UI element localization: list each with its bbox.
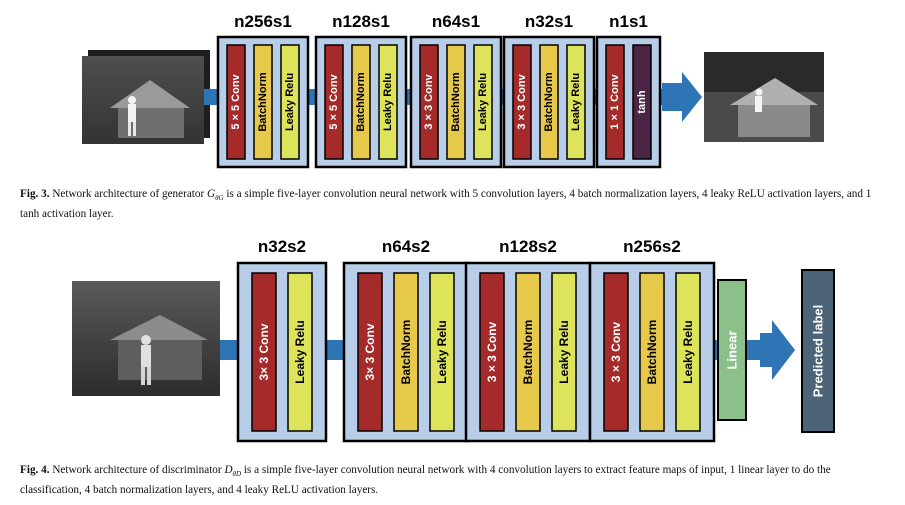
fig4-caption: Fig. 4. Network architecture of discrimi… bbox=[20, 462, 890, 498]
layer-label: BatchNorm bbox=[645, 320, 659, 385]
fig3-output-arrow bbox=[662, 72, 702, 122]
block-title: n64s2 bbox=[382, 237, 430, 256]
fig4-caption-text-b: is a simple five-layer convolution neura… bbox=[20, 464, 831, 497]
layer-label: Leaky Relu bbox=[382, 73, 394, 131]
layer-label: 5 × 5 Conv bbox=[230, 73, 242, 129]
block-title: n32s1 bbox=[525, 12, 573, 31]
layer-relu bbox=[473, 44, 493, 160]
layer-label: 1 × 1 Conv bbox=[609, 73, 621, 129]
layer-label: BatchNorm bbox=[355, 72, 367, 132]
layer-bn bbox=[515, 272, 541, 432]
layer-label: Leaky Relu bbox=[477, 73, 489, 131]
block-title: n32s2 bbox=[258, 237, 306, 256]
fig3-output-thermal-image bbox=[704, 52, 824, 142]
layer-bn bbox=[393, 272, 419, 432]
figure4-block-n64s2: n64s2 3× 3 Conv BatchNorm Leaky Relu bbox=[342, 237, 470, 443]
block-title: n256s1 bbox=[234, 12, 292, 31]
layer-conv bbox=[603, 272, 629, 432]
fig3-caption-text-b: is a simple five-layer convolution neura… bbox=[20, 188, 872, 221]
fig4-caption-symbol: D bbox=[224, 464, 233, 476]
fig4-caption-label: Fig. 4. bbox=[20, 464, 50, 476]
layer-label: 3 × 3 Conv bbox=[423, 73, 435, 129]
figure3-block-n256s1: n256s1 5 × 5 Conv BatchNorm Leaky Relu bbox=[216, 12, 310, 169]
linear-label: Linear bbox=[725, 330, 740, 369]
predicted-label-text: Predicted label bbox=[811, 305, 826, 397]
block-title: n64s1 bbox=[432, 12, 480, 31]
layer-label: Leaky Relu bbox=[435, 320, 449, 383]
layer-tanh bbox=[632, 44, 652, 160]
layer-label: Leaky Relu bbox=[681, 320, 695, 383]
layer-relu bbox=[429, 272, 455, 432]
figure4-block-n128s2: n128s2 3 × 3 Conv BatchNorm Leaky Relu bbox=[464, 237, 592, 443]
fig4-linear-layer: Linear bbox=[717, 279, 747, 421]
layer-conv bbox=[479, 272, 505, 432]
fig3-input-thermal-image bbox=[82, 50, 210, 144]
layer-label: 3× 3 Conv bbox=[363, 323, 377, 380]
layer-label: Leaky Relu bbox=[284, 73, 296, 131]
layer-bn bbox=[351, 44, 371, 160]
layer-relu bbox=[280, 44, 300, 160]
layer-bn bbox=[253, 44, 273, 160]
fig3-caption-subscript: θG bbox=[215, 194, 224, 203]
layer-label: tanh bbox=[636, 90, 648, 114]
layer-conv bbox=[251, 272, 277, 432]
layer-label: Leaky Relu bbox=[557, 320, 571, 383]
block-title: n128s2 bbox=[499, 237, 557, 256]
figure4-block-n256s2: n256s2 3 × 3 Conv BatchNorm Leaky Relu bbox=[588, 237, 716, 443]
figure4-diagram: n32s2 3× 3 Conv Leaky Relu n64s2 3× 3 Conv Ba… bbox=[72, 237, 835, 443]
figure3-block-n128s1: n128s1 5 × 5 Conv BatchNorm Leaky Relu bbox=[314, 12, 408, 169]
fig3-caption-text-a: Network architecture of generator bbox=[52, 188, 205, 200]
layer-label: 3× 3 Conv bbox=[257, 323, 271, 380]
layer-label: BatchNorm bbox=[521, 320, 535, 385]
fig4-caption-subscript: θD bbox=[232, 470, 242, 479]
layer-conv bbox=[226, 44, 246, 160]
figure3-block-n64s1: n64s1 3 × 3 Conv BatchNorm Leaky Relu bbox=[409, 12, 503, 169]
block-title: n128s1 bbox=[332, 12, 390, 31]
fig4-input-thermal-image bbox=[72, 281, 220, 396]
fig4-predicted-label-box: Predicted label bbox=[801, 269, 835, 433]
block-title: n1s1 bbox=[609, 12, 648, 31]
layer-relu bbox=[551, 272, 577, 432]
layer-label: BatchNorm bbox=[257, 72, 269, 132]
layer-bn bbox=[446, 44, 466, 160]
fig3-caption-symbol: G bbox=[207, 188, 216, 200]
layer-relu bbox=[566, 44, 586, 160]
fig4-caption-text-a: Network architecture of discriminator bbox=[52, 464, 222, 476]
figure4-block-n32s2: n32s2 3× 3 Conv Leaky Relu bbox=[236, 237, 328, 443]
figure4-block-frame bbox=[236, 261, 328, 443]
figure3-block-n32s1: n32s1 3 × 3 Conv BatchNorm Leaky Relu bbox=[502, 12, 596, 169]
figure3-block-n1s1: n1s1 1 × 1 Conv tanh bbox=[595, 12, 662, 169]
fig3-caption: Fig. 3. Network architecture of generato… bbox=[20, 186, 890, 222]
layer-bn bbox=[639, 272, 665, 432]
layer-label: Leaky Relu bbox=[570, 73, 582, 131]
layer-relu bbox=[675, 272, 701, 432]
layer-conv bbox=[324, 44, 344, 160]
layer-conv bbox=[357, 272, 383, 432]
layer-relu bbox=[287, 272, 313, 432]
layer-label: Leaky Relu bbox=[293, 320, 307, 383]
block-title: n256s2 bbox=[623, 237, 681, 256]
layer-label: 3 × 3 Conv bbox=[609, 321, 623, 382]
layer-label: 5 × 5 Conv bbox=[328, 73, 340, 129]
layer-bn bbox=[539, 44, 559, 160]
layer-conv bbox=[419, 44, 439, 160]
fig4-output-arrow bbox=[760, 320, 795, 380]
layer-label: BatchNorm bbox=[450, 72, 462, 132]
layer-conv bbox=[605, 44, 625, 160]
layer-label: BatchNorm bbox=[543, 72, 555, 132]
layer-label: 3 × 3 Conv bbox=[485, 321, 499, 382]
layer-relu bbox=[378, 44, 398, 160]
fig3-caption-label: Fig. 3. bbox=[20, 188, 50, 200]
layer-label: BatchNorm bbox=[399, 320, 413, 385]
layer-conv bbox=[512, 44, 532, 160]
layer-label: 3 × 3 Conv bbox=[516, 73, 528, 129]
